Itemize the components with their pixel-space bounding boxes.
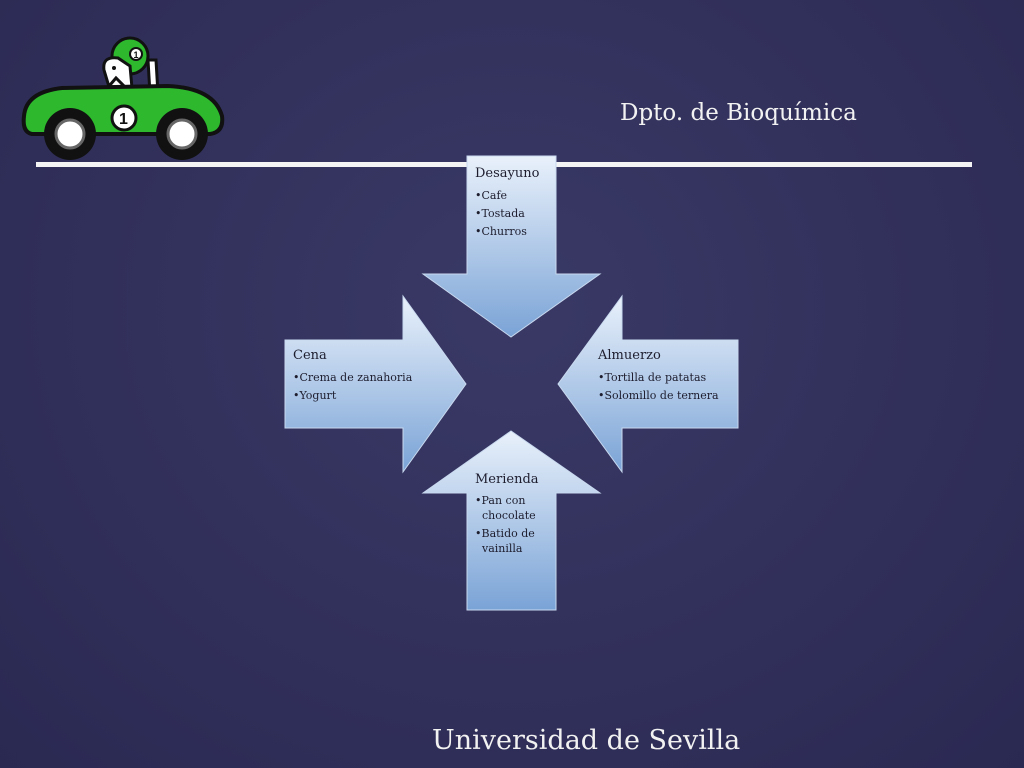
block-title: Almuerzo [598, 348, 661, 363]
list-item: Tortilla de patatas [598, 369, 736, 387]
car-number: 1 [119, 111, 128, 128]
block-desayuno: Desayuno Cafe Tostada Churros [475, 166, 555, 241]
block-title: Merienda [475, 472, 539, 487]
list-item: Pan con chocolate [475, 493, 551, 523]
list-item: Yogurt [293, 387, 423, 405]
list-item: Solomillo de ternera [598, 387, 736, 405]
arrow-desayuno [421, 155, 602, 338]
list-item: Crema de zanahoria [293, 369, 423, 387]
block-cena: Cena Crema de zanahoria Yogurt [293, 348, 423, 405]
race-car-icon: 1 1 [21, 36, 225, 160]
block-merienda: Merienda Pan con chocolate Batido de vai… [475, 472, 551, 556]
block-title: Desayuno [475, 166, 540, 181]
university-title: Universidad de Sevilla [432, 725, 741, 756]
list-item: Cafe [475, 187, 555, 205]
block-almuerzo: Almuerzo Tortilla de patatas Solomillo d… [598, 348, 736, 405]
list-item: Batido de vainilla [475, 526, 551, 556]
block-title: Cena [293, 348, 327, 363]
department-title: Dpto. de Bioquímica [620, 100, 857, 126]
list-item: Churros [475, 223, 555, 241]
list-item: Tostada [475, 205, 555, 223]
helmet-number: 1 [134, 50, 139, 60]
